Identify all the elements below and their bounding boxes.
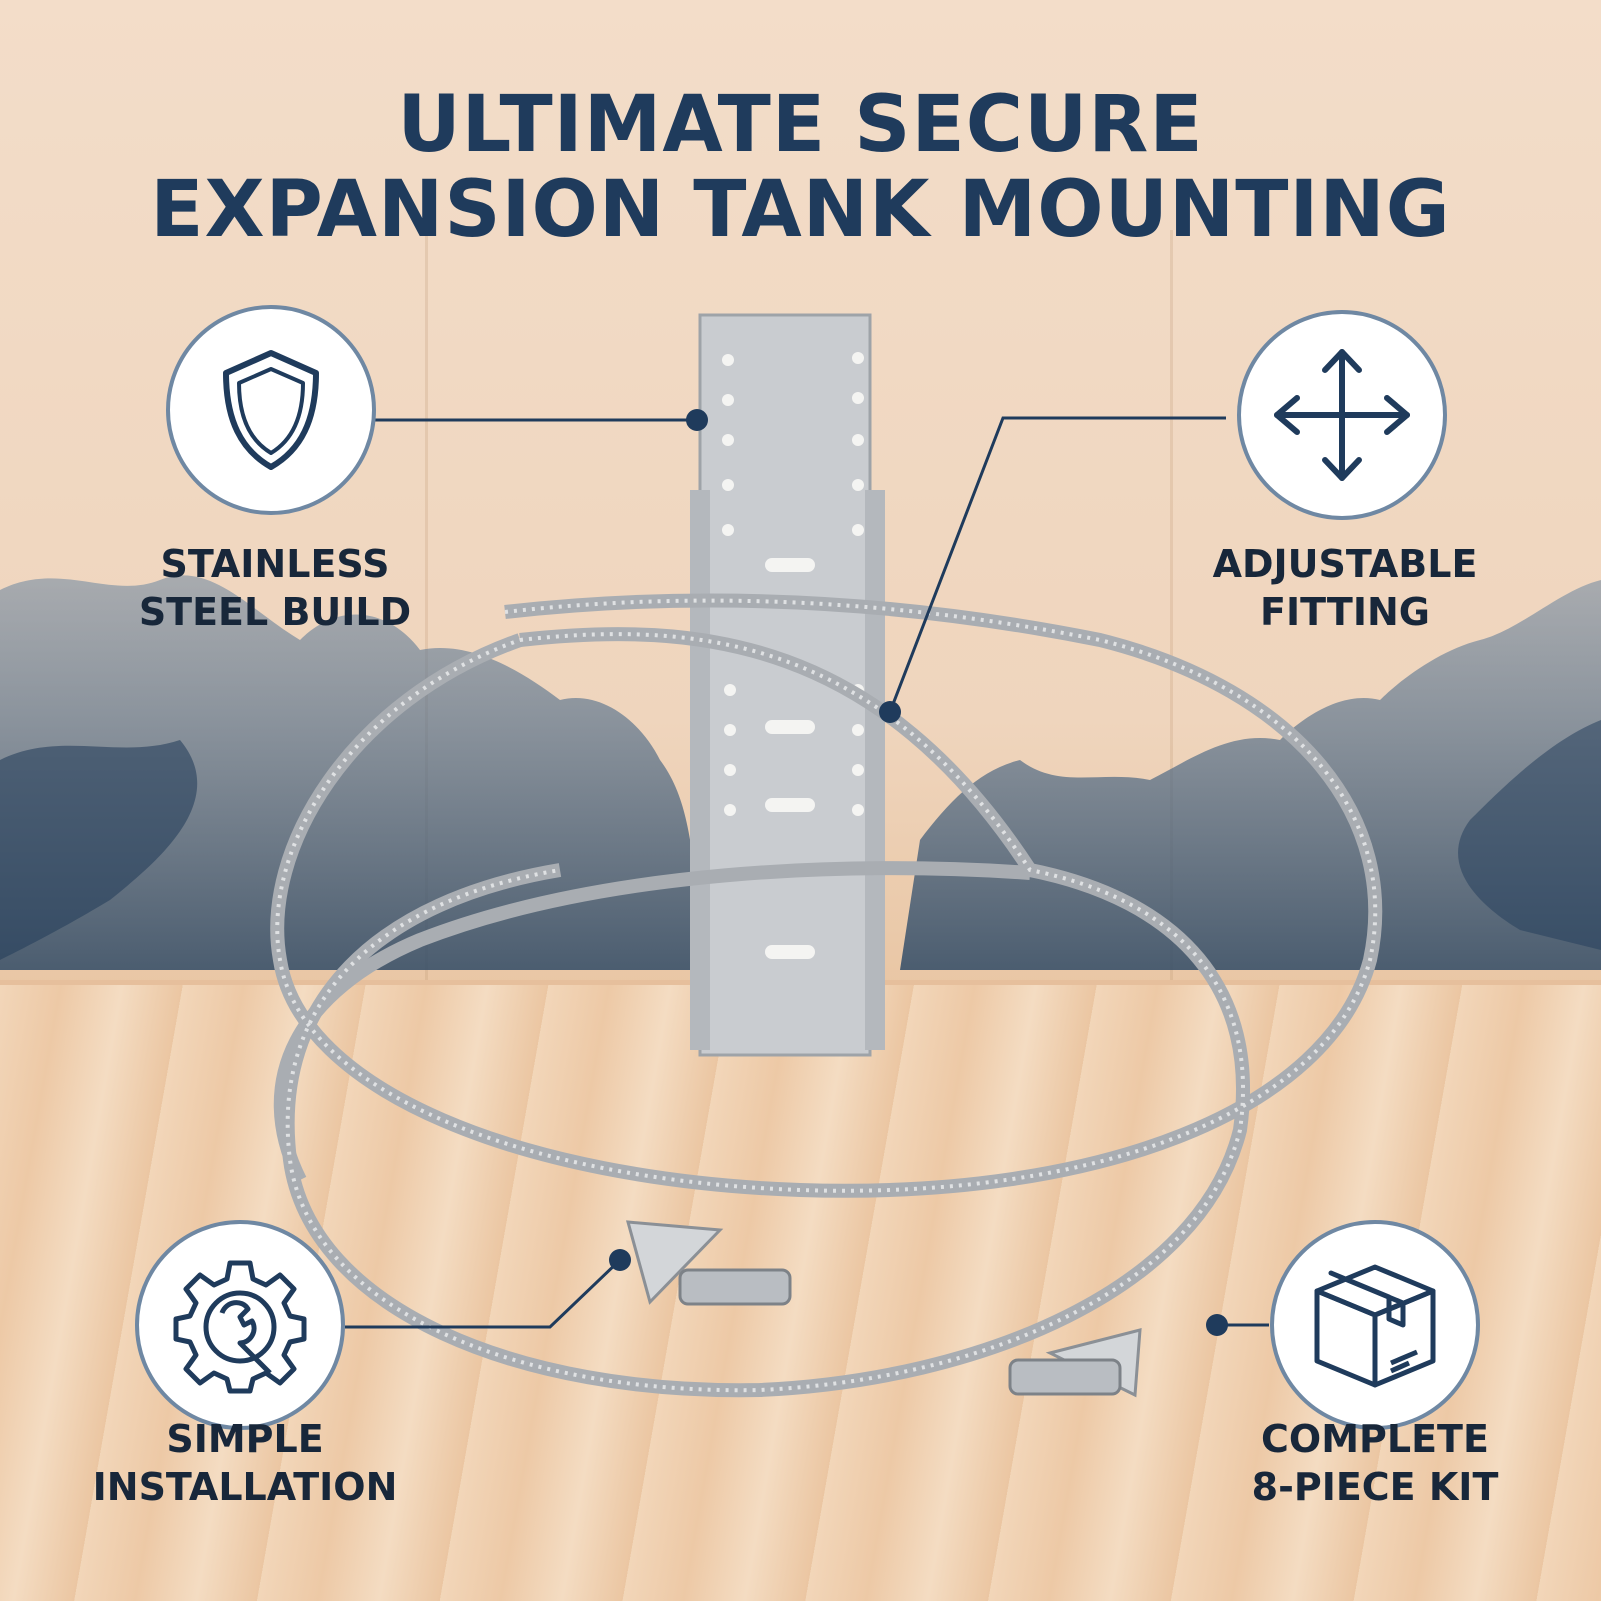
feature-installation-circle bbox=[135, 1220, 345, 1430]
feature-adjustable-line-1: ADJUSTABLE bbox=[1212, 542, 1478, 586]
feature-kit-line-2: 8-PIECE KIT bbox=[1251, 1465, 1499, 1509]
wall-panel-seam bbox=[425, 230, 428, 990]
feature-kit-line-1: COMPLETE bbox=[1261, 1417, 1489, 1461]
feature-installation-line-2: INSTALLATION bbox=[92, 1465, 398, 1509]
shield-icon bbox=[223, 350, 319, 470]
feature-stainless-line-1: STAINLESS bbox=[160, 542, 390, 586]
headline-line-2: EXPANSION TANK MOUNTING bbox=[150, 165, 1451, 255]
headline-line-1: ULTIMATE SECURE bbox=[397, 80, 1204, 170]
bracket-holes bbox=[722, 352, 864, 959]
clamp-screw-housing bbox=[625, 1220, 1142, 1398]
feature-adjustable-line-2: FITTING bbox=[1260, 590, 1430, 634]
feature-stainless-line-2: STEEL BUILD bbox=[138, 590, 412, 634]
feature-kit-label: COMPLETE 8-PIECE KIT bbox=[1185, 1415, 1565, 1511]
feature-adjustable-label: ADJUSTABLE FITTING bbox=[1160, 540, 1530, 636]
wall-panel-seam bbox=[1170, 230, 1173, 990]
move-arrows-icon bbox=[1274, 349, 1410, 481]
feature-installation-line-1: SIMPLE bbox=[166, 1417, 324, 1461]
feature-adjustable-circle bbox=[1237, 310, 1447, 520]
feature-stainless-label: STAINLESS STEEL BUILD bbox=[90, 540, 460, 636]
feature-installation-label: SIMPLE INSTALLATION bbox=[60, 1415, 430, 1511]
box-icon bbox=[1314, 1264, 1436, 1388]
feature-stainless-circle bbox=[166, 305, 376, 515]
feature-kit-circle bbox=[1270, 1220, 1480, 1430]
gear-wrench-icon bbox=[173, 1260, 307, 1394]
